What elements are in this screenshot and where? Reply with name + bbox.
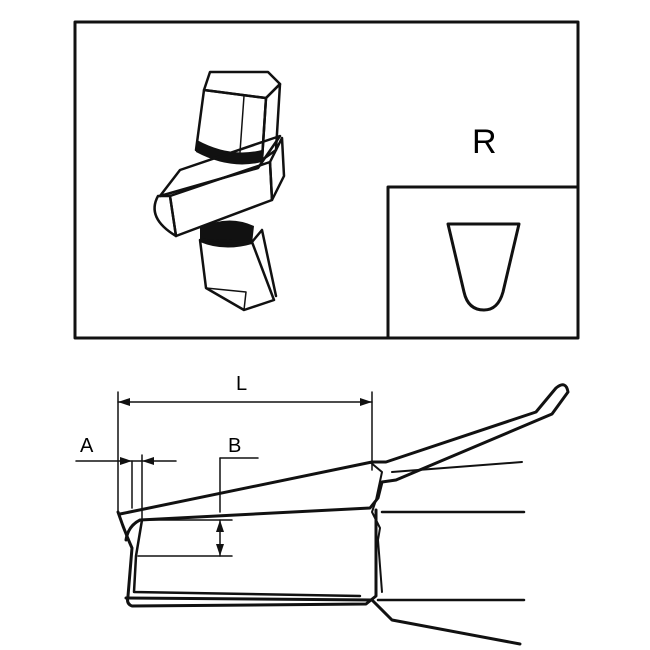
profile-inset	[386, 185, 580, 340]
top-panel-frame	[73, 20, 580, 340]
dimension-L: L	[117, 373, 373, 513]
jaw-profile-shape	[446, 222, 521, 312]
dimension-label-L: L	[236, 373, 247, 395]
lower-jaw-block	[198, 220, 278, 312]
dimension-B: B	[137, 435, 259, 557]
dimension-label-A: A	[80, 435, 94, 457]
upper-jaw-inner	[116, 508, 378, 608]
workpiece-bar	[153, 134, 286, 238]
profile-inset-frame	[386, 185, 580, 340]
top-panel: R	[73, 20, 580, 340]
plier-side-view	[116, 383, 570, 646]
pivot-notch	[369, 461, 383, 593]
handle-line-mid	[391, 461, 523, 473]
profile-label: R	[472, 123, 497, 161]
upper-arm-outline	[118, 383, 570, 542]
jaw-recess	[132, 518, 362, 598]
lower-arm-outline	[124, 596, 522, 646]
dimension-label-B: B	[228, 435, 241, 457]
dimension-A: A	[75, 435, 177, 521]
jaw-3d-illustration	[153, 70, 286, 312]
